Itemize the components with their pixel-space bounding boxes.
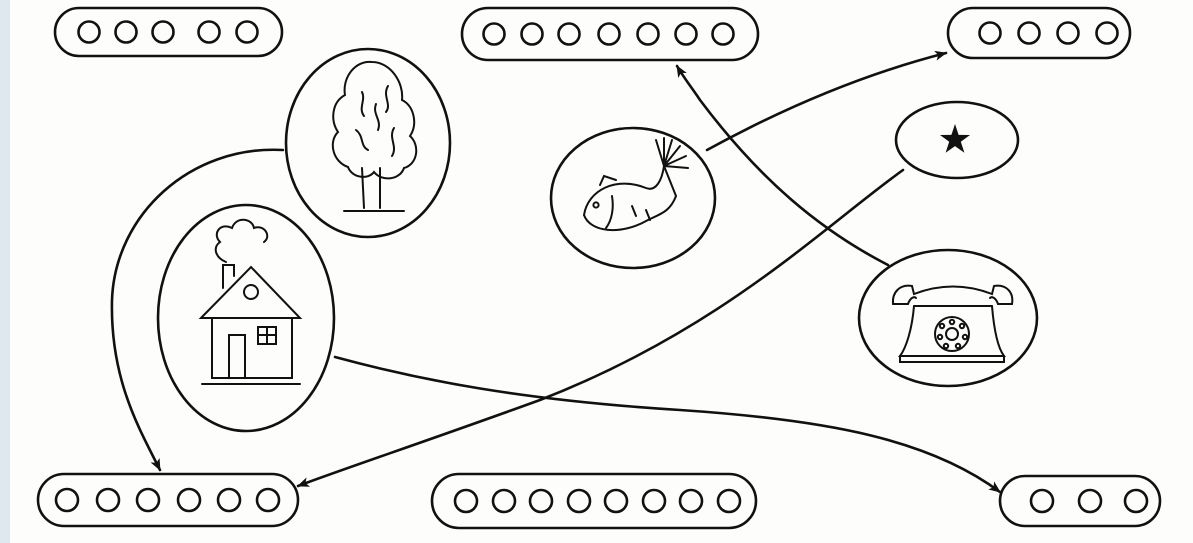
picture-telephone [859, 250, 1037, 386]
slot-bottom-right [1000, 476, 1160, 526]
picture-tree [286, 49, 450, 237]
slot-top-middle [462, 8, 758, 60]
slot-bottom-middle [432, 474, 756, 528]
slot-bottom-left [38, 474, 298, 526]
picture-fish [551, 128, 715, 268]
arrow-house-to-bottom-right [335, 357, 1000, 492]
arrow-telephone-to-top-middle [677, 66, 888, 265]
slot-top-left [55, 8, 282, 56]
picture-house [158, 205, 334, 431]
slot-top-right [948, 8, 1130, 58]
picture-star [896, 102, 1018, 178]
